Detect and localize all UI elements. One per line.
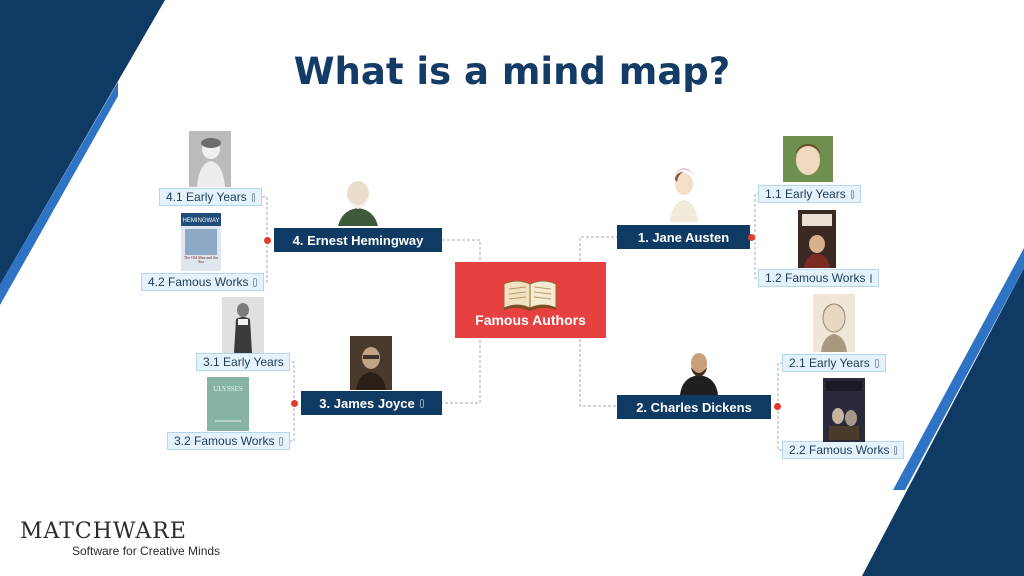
- subtopic-dickens-famous-works[interactable]: 2.2 Famous Works: [782, 441, 904, 459]
- topic-label: 1. Jane Austen: [637, 229, 730, 245]
- subtopic-label: 3.1 Early Years: [203, 355, 284, 369]
- subtopic-label: 1.1 Early Years: [765, 187, 846, 201]
- connector-dot: [264, 237, 271, 244]
- joyce-book-cover: ULYSSES: [207, 377, 249, 431]
- attachment-icon: [279, 436, 283, 446]
- attachment-icon: [850, 189, 854, 199]
- attachment-icon: [874, 358, 879, 368]
- subtopic-label: 3.2 Famous Works: [174, 434, 275, 448]
- book-title: ULYSSES: [213, 385, 243, 393]
- topic-label: 4. Ernest Hemingway: [292, 232, 424, 248]
- page-title: What is a mind map?: [293, 50, 731, 93]
- austen-book-cover: [798, 210, 836, 268]
- topic-ernest-hemingway[interactable]: 4. Ernest Hemingway: [274, 228, 442, 252]
- book-title: The Old Man and the Sea: [183, 256, 219, 264]
- attachment-icon: [419, 398, 424, 408]
- austen-early-years-photo: [783, 136, 833, 182]
- dickens-book-cover: [823, 378, 865, 442]
- subtopic-label: 4.2 Famous Works: [148, 275, 249, 289]
- topic-james-joyce[interactable]: 3. James Joyce: [301, 391, 442, 415]
- hemingway-early-years-photo: [189, 131, 231, 187]
- joyce-early-years-photo: [222, 297, 264, 353]
- topic-charles-dickens[interactable]: 2. Charles Dickens: [617, 395, 771, 419]
- subtopic-hemingway-early-years[interactable]: 4.1 Early Years: [159, 188, 262, 206]
- subtopic-austen-early-years[interactable]: 1.1 Early Years: [758, 185, 861, 203]
- joyce-portrait: [350, 336, 392, 390]
- book-author: HEMINGWAY: [183, 218, 220, 224]
- attachment-icon: [870, 273, 873, 283]
- dickens-portrait: [678, 345, 720, 395]
- subtopic-joyce-famous-works[interactable]: 3.2 Famous Works: [167, 432, 290, 450]
- subtopic-hemingway-famous-works[interactable]: 4.2 Famous Works: [141, 273, 264, 291]
- subtopic-label: 4.1 Early Years: [166, 190, 247, 204]
- subtopic-dickens-early-years[interactable]: 2.1 Early Years: [782, 354, 886, 372]
- hemingway-book-cover: HEMINGWAY The Old Man and the Sea: [181, 213, 221, 271]
- central-topic[interactable]: Famous Authors: [455, 262, 606, 338]
- open-book-icon: [503, 280, 557, 311]
- attachment-icon: [894, 445, 897, 455]
- attachment-icon: [251, 192, 255, 202]
- topic-label: 3. James Joyce: [319, 395, 415, 411]
- matchware-tagline: Software for Creative Minds: [72, 544, 221, 558]
- topic-label: 2. Charles Dickens: [636, 399, 752, 415]
- subtopic-label: 2.1 Early Years: [789, 356, 870, 370]
- topic-jane-austen[interactable]: 1. Jane Austen: [617, 225, 750, 249]
- subtopic-joyce-early-years[interactable]: 3.1 Early Years: [196, 353, 290, 371]
- attachment-icon: [253, 277, 257, 287]
- subtopic-label: 1.2 Famous Works: [765, 271, 866, 285]
- connector-dot: [291, 400, 298, 407]
- connector-dot: [774, 403, 781, 410]
- dickens-early-years-photo: [813, 294, 855, 352]
- austen-portrait: [666, 158, 702, 222]
- subtopic-austen-famous-works[interactable]: 1.2 Famous Works: [758, 269, 879, 287]
- connector-dot: [748, 234, 755, 241]
- matchware-logo: MATCHWARE: [20, 519, 187, 544]
- central-topic-label: Famous Authors: [475, 312, 586, 328]
- subtopic-label: 2.2 Famous Works: [789, 443, 890, 457]
- hemingway-portrait: [334, 174, 382, 226]
